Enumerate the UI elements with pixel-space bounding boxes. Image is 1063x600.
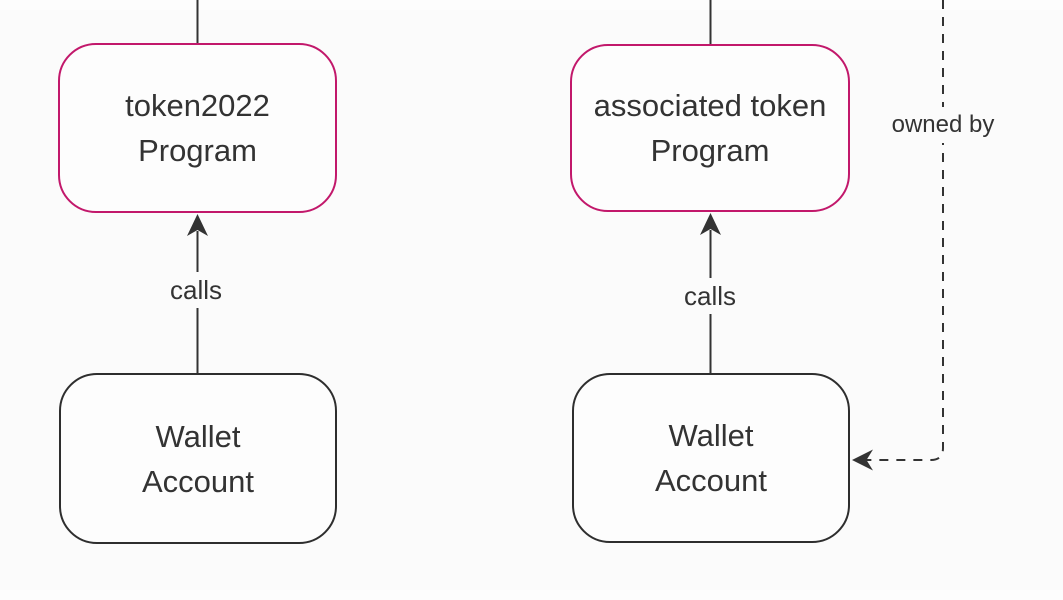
- edge-owned-by: [866, 0, 944, 461]
- node-associated-token-program: associated token Program: [570, 44, 850, 212]
- edge-label-calls-left: calls: [162, 272, 230, 308]
- arrowhead-calls-left: [187, 214, 208, 236]
- node-wallet-account-right: Wallet Account: [572, 373, 850, 543]
- edge-label-owned-by: owned by: [884, 107, 1002, 143]
- arrowhead-owned-by: [852, 449, 873, 471]
- edge-label-calls-right: calls: [676, 278, 744, 314]
- node-token2022-program: token2022 Program: [58, 43, 337, 213]
- arrowhead-calls-right: [700, 213, 721, 235]
- node-wallet-account-left: Wallet Account: [59, 373, 337, 544]
